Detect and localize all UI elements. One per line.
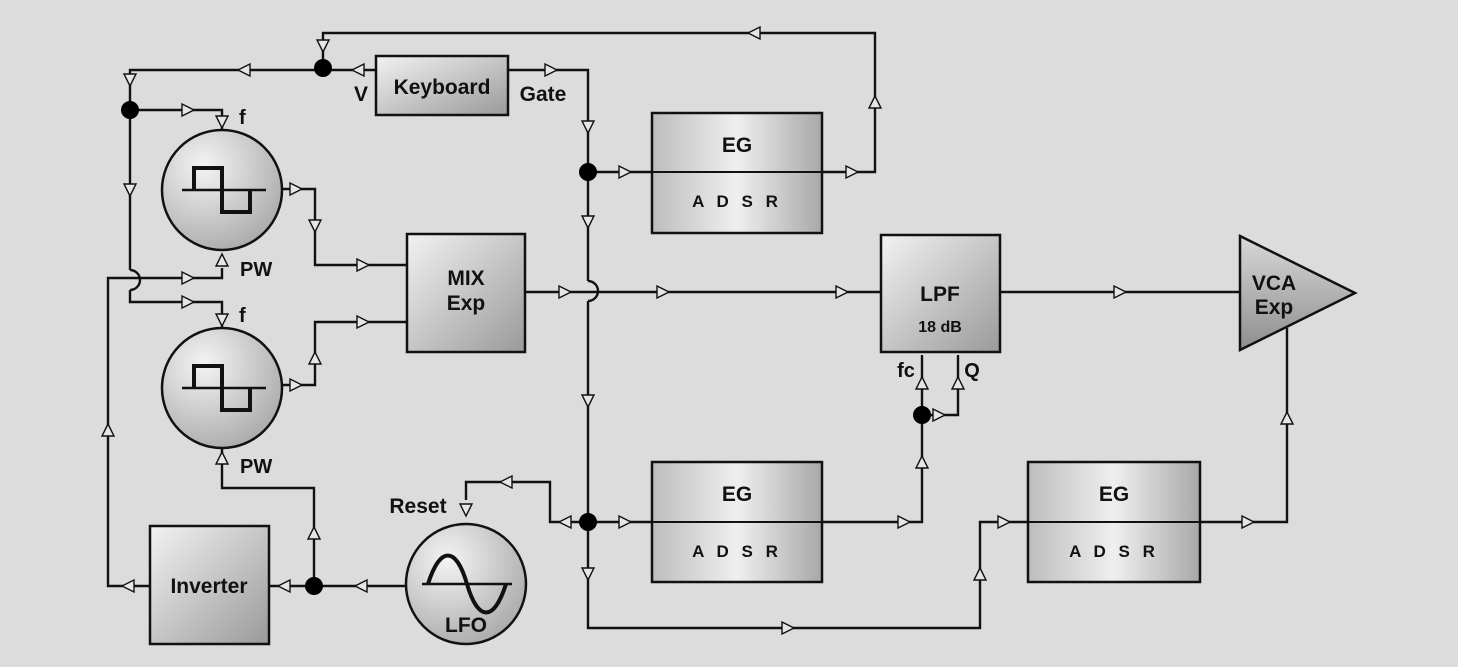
keyboard-title: Keyboard bbox=[394, 76, 491, 99]
mixer-label-line1: MIX bbox=[447, 267, 484, 290]
filter-resonance-label: Q bbox=[964, 360, 980, 382]
vco-2-freq-label: f bbox=[239, 305, 246, 327]
vca-label-line2: Exp bbox=[1255, 296, 1294, 319]
inverter-module: Inverter bbox=[148, 524, 271, 646]
mixer-module: MIX Exp bbox=[405, 232, 527, 354]
keyboard-module: Keyboard V Gate bbox=[354, 54, 567, 117]
envelope-generator-2: EG A D S R bbox=[650, 460, 824, 584]
eg-3-stages: A D S R bbox=[1069, 542, 1159, 561]
square-wave-icon bbox=[182, 364, 266, 412]
lfo-title: LFO bbox=[445, 614, 487, 637]
eg-2-stages: A D S R bbox=[692, 542, 782, 561]
vca-module: VCA Exp bbox=[1238, 233, 1358, 353]
filter-slope: 18 dB bbox=[918, 319, 962, 336]
keyboard-gate-label: Gate bbox=[520, 83, 567, 106]
sine-wave-icon bbox=[422, 553, 512, 615]
vco-1-module: f PW bbox=[160, 107, 284, 281]
envelope-generator-1: EG A D S R bbox=[650, 111, 824, 235]
eg-2-title: EG bbox=[722, 483, 752, 506]
eg-3-title: EG bbox=[1099, 483, 1129, 506]
vco-1-freq-label: f bbox=[239, 107, 246, 129]
vco-2-module: f PW bbox=[160, 305, 284, 478]
envelope-generator-3: EG A D S R bbox=[1026, 460, 1202, 584]
lowpass-filter-module: LPF 18 dB fc Q bbox=[879, 233, 1002, 382]
inverter-title: Inverter bbox=[170, 575, 247, 598]
vco-1-pw-label: PW bbox=[240, 259, 272, 281]
keyboard-cv-label: V bbox=[354, 83, 368, 106]
filter-cutoff-label: fc bbox=[897, 360, 915, 382]
vco-2-pw-label: PW bbox=[240, 456, 272, 478]
mixer-label-line2: Exp bbox=[447, 292, 486, 315]
vca-label-line1: VCA bbox=[1252, 272, 1296, 295]
square-wave-icon bbox=[182, 166, 266, 214]
filter-title: LPF bbox=[920, 283, 960, 306]
junction-dots bbox=[121, 59, 931, 595]
lfo-module: LFO Reset bbox=[389, 495, 528, 646]
eg-1-stages: A D S R bbox=[692, 192, 782, 211]
signal-arrows bbox=[100, 25, 1295, 636]
lfo-reset-label: Reset bbox=[389, 495, 446, 518]
eg-1-title: EG bbox=[722, 134, 752, 157]
